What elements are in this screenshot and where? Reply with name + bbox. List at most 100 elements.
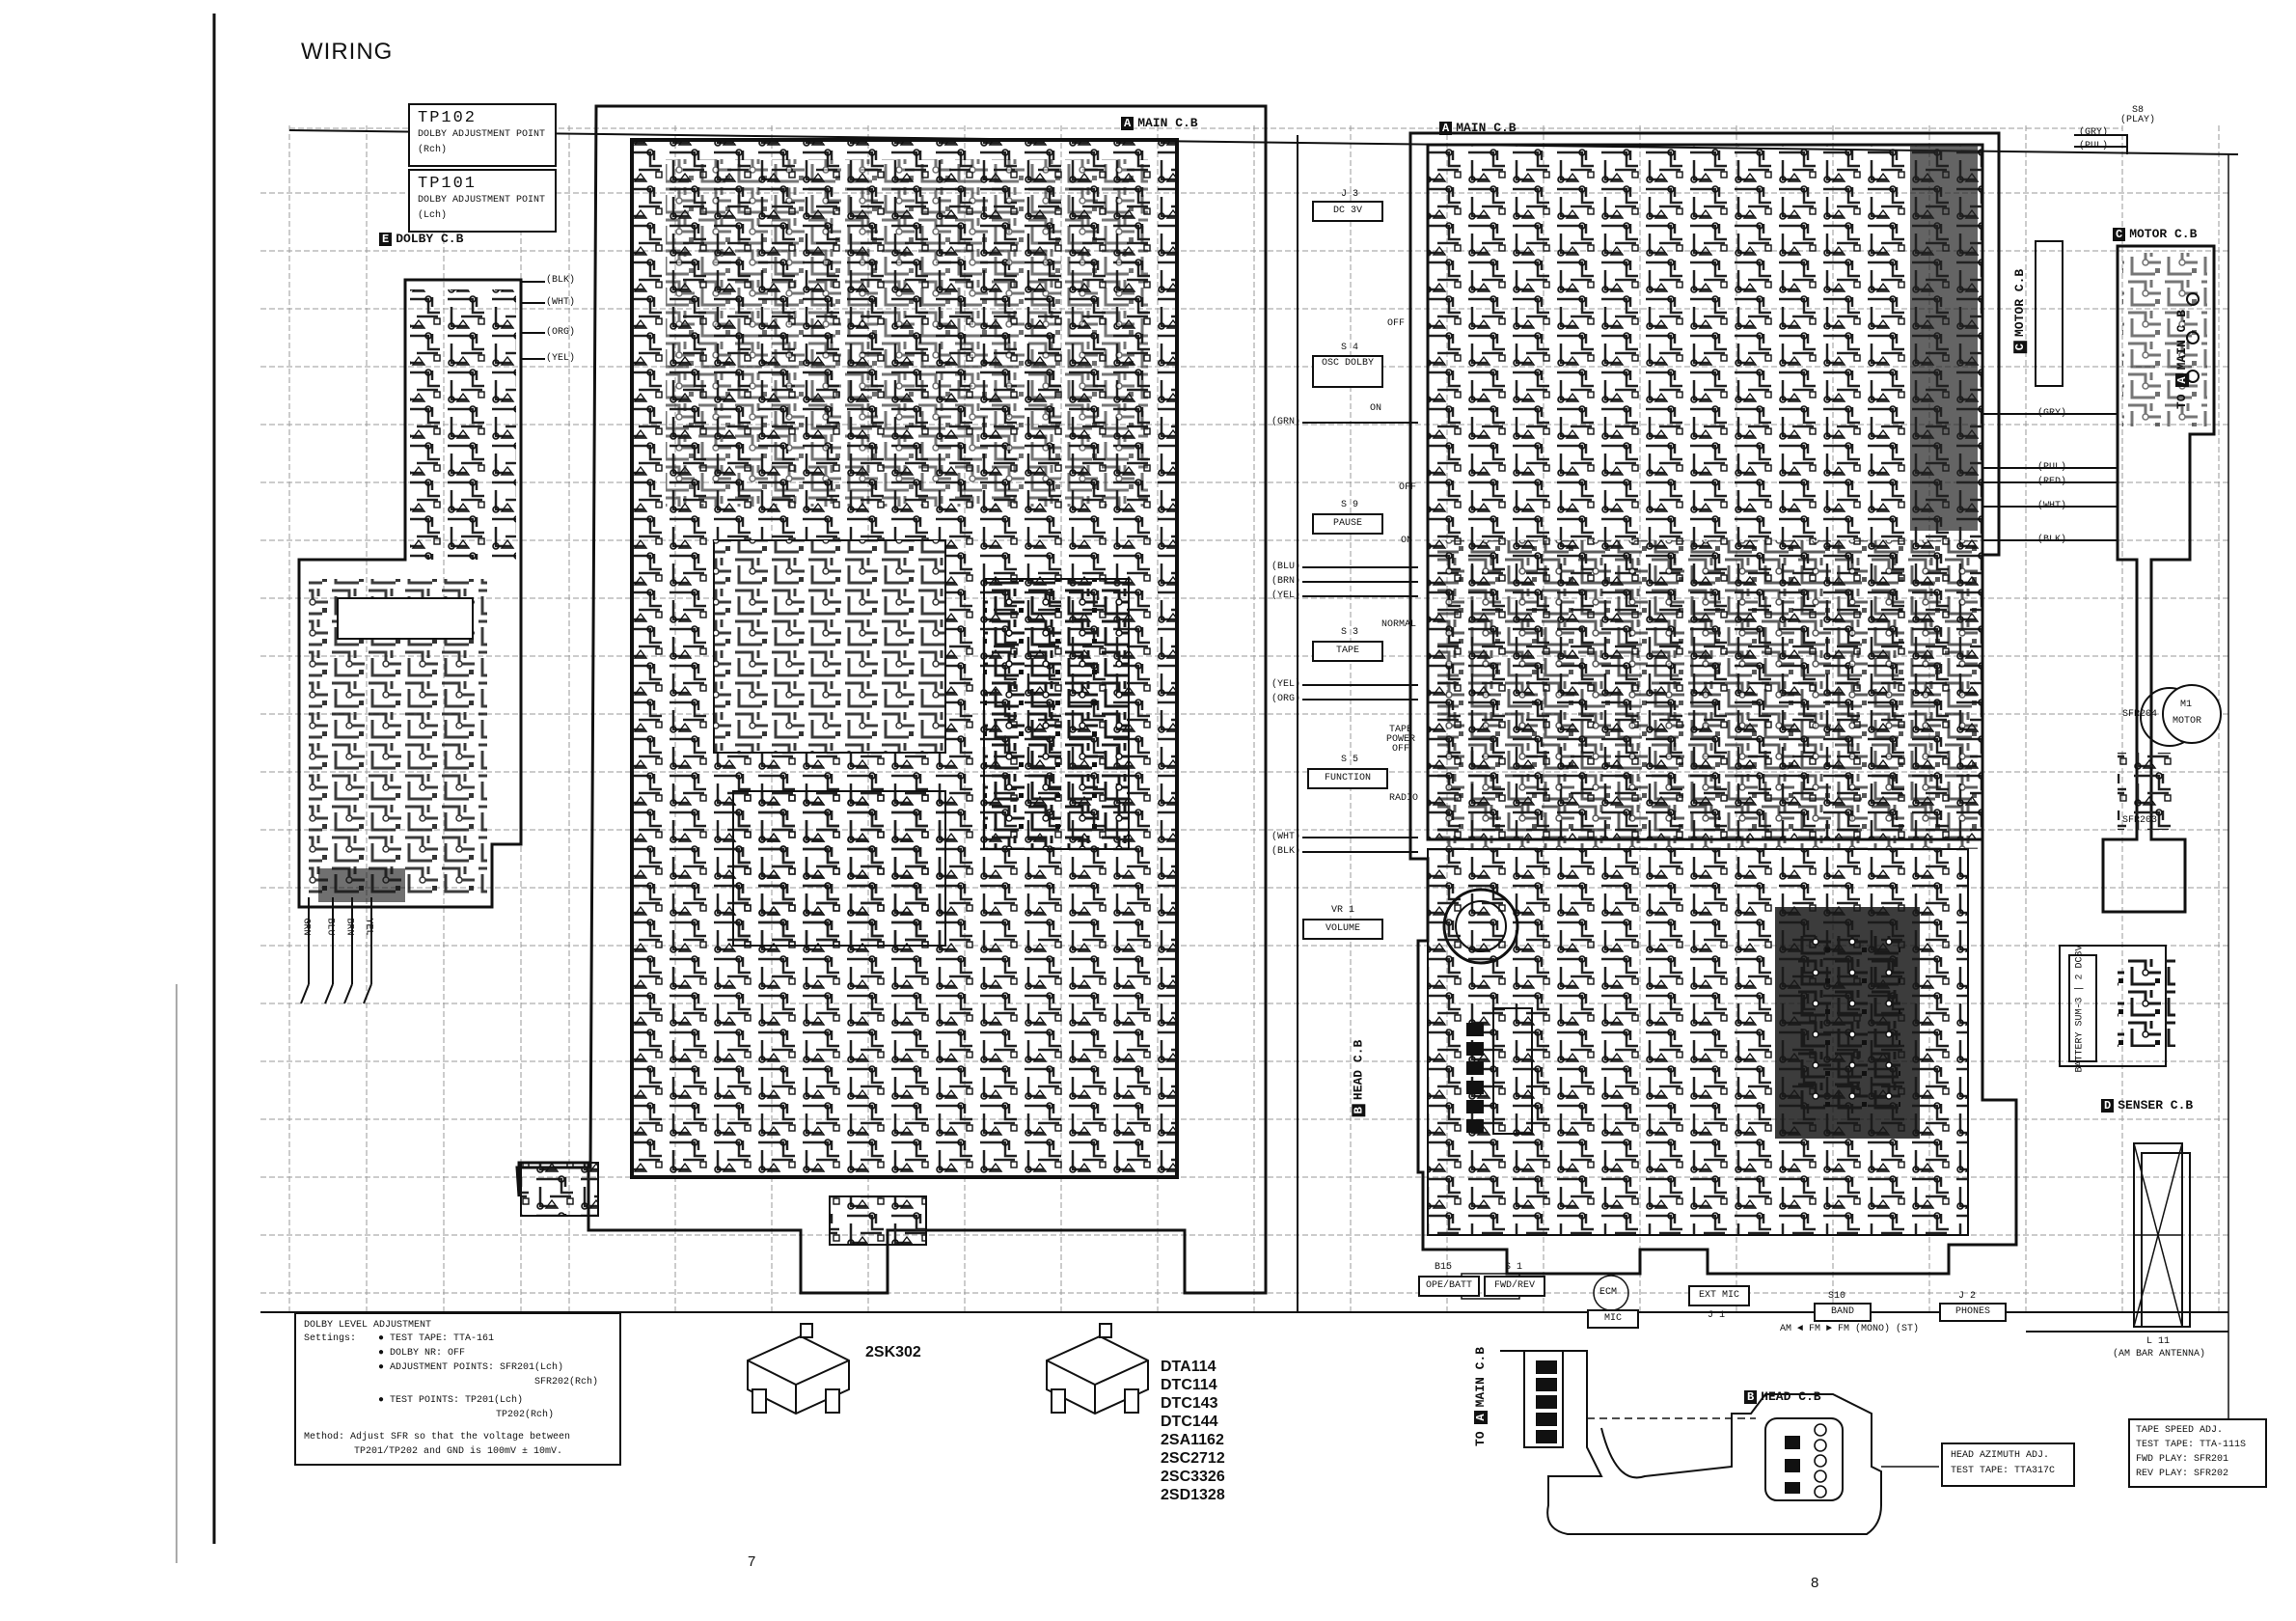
head-azimuth-box: HEAD AZIMUTH ADJ. TEST TAPE: TTA317C bbox=[1941, 1442, 2075, 1487]
mid-wire-yel: (YEL) bbox=[1271, 591, 1301, 601]
tp101-name: TP101 bbox=[418, 175, 478, 193]
board-name: DOLBY C.B bbox=[396, 232, 464, 246]
vr1-box: VOLUME bbox=[1302, 919, 1383, 940]
sfr203-label: SFR203 bbox=[2122, 815, 2158, 826]
right-wire-gry: (GRY) bbox=[2037, 408, 2067, 419]
s3-box: TAPE bbox=[1312, 641, 1383, 662]
board-tag: A bbox=[1121, 117, 1134, 130]
part-item: DTA114 bbox=[1161, 1359, 1216, 1375]
sfr204-label: SFR204 bbox=[2122, 709, 2158, 720]
battery-label: BATTERY SUM-3 | 2 DC3V bbox=[2074, 945, 2086, 1073]
right-wire-red: (RED) bbox=[2037, 477, 2067, 487]
mid-wire-grn: (GRN) bbox=[1271, 417, 1301, 427]
board-name: MAIN C.B bbox=[2174, 309, 2190, 371]
s8-wire-pul: (PUL) bbox=[2079, 141, 2109, 151]
mid-wire-yel-2: (YEL) bbox=[1271, 679, 1301, 690]
s4-box: OSC DOLBY bbox=[1312, 355, 1383, 388]
right-wire-pul: (PUL) bbox=[2037, 462, 2067, 473]
tp101-desc: DOLBY ADJUSTMENT POINT bbox=[418, 195, 546, 206]
board-label-to-main-vertical: TO A MAIN C.B bbox=[2174, 309, 2190, 410]
board-name: HEAD C.B bbox=[1761, 1389, 1821, 1404]
part-item: 2SA1162 bbox=[1161, 1432, 1224, 1448]
s4-on: ON bbox=[1370, 403, 1382, 414]
dolby-bottom-wire-yel: YEL bbox=[363, 918, 374, 936]
s3-name: S 3 bbox=[1341, 627, 1359, 638]
s8-label: S8(PLAY) bbox=[2120, 106, 2155, 125]
dolby-adj-method-2: TP201/TP202 and GND is 100mV ± 10mV. bbox=[354, 1446, 563, 1457]
board-tag: D bbox=[2101, 1099, 2115, 1113]
part-item: 2SC2712 bbox=[1161, 1450, 1225, 1467]
jack-ope-batt-top: B15 bbox=[1435, 1262, 1453, 1273]
band-text: AM ◄ FM ► FM (MONO) (ST) bbox=[1780, 1324, 1920, 1334]
dolby-adj-title: DOLBY LEVEL ADJUSTMENT bbox=[304, 1320, 432, 1331]
board-label-head-vertical: B HEAD C.B bbox=[1351, 1039, 1366, 1117]
board-tag: C bbox=[2013, 341, 2028, 354]
tp101-ch: (Lch) bbox=[418, 210, 448, 221]
board-tag: E bbox=[379, 233, 393, 246]
part-item: 2SD1328 bbox=[1161, 1487, 1225, 1503]
dolby-bottom-wire-grn: GRN bbox=[300, 918, 312, 936]
dolby-adj-item-5: ● TEST POINTS: TP201(Lch) bbox=[378, 1395, 524, 1406]
part-item: 2SC3326 bbox=[1161, 1469, 1225, 1485]
dolby-wire-org: (ORG) bbox=[546, 327, 576, 338]
right-wire-blk: (BLK) bbox=[2037, 535, 2067, 545]
l11-name: L 11 bbox=[2146, 1336, 2171, 1347]
dolby-adj-item-4: SFR202(Rch) bbox=[534, 1377, 599, 1387]
s8-name: S8 bbox=[2132, 105, 2145, 116]
l11-desc: (AM BAR ANTENNA) bbox=[2113, 1349, 2206, 1360]
jack-phones-top: J 2 bbox=[1958, 1291, 1977, 1302]
board-tag: A bbox=[1439, 122, 1453, 135]
board-prefix: TO bbox=[2174, 394, 2190, 410]
board-label-to-main-head: TO AMAIN C.B bbox=[1473, 1347, 1489, 1446]
tp101-box: TP101 DOLBY ADJUSTMENT POINT (Lch) bbox=[408, 169, 557, 233]
part-item: DTC114 bbox=[1161, 1377, 1217, 1393]
tape-speed-line-1: TAPE SPEED ADJ. bbox=[2136, 1425, 2224, 1436]
tp102-ch: (Rch) bbox=[418, 145, 448, 155]
jack-band-top: S10 bbox=[1828, 1291, 1846, 1302]
jack-mic: MIC bbox=[1587, 1309, 1639, 1329]
dolby-bottom-wire-blu: BLU bbox=[324, 918, 336, 936]
dolby-wire-blk: (BLK) bbox=[546, 275, 576, 286]
dolby-adj-item-1: ● TEST TAPE: TTA-161 bbox=[378, 1333, 495, 1344]
tape-speed-line-4: REV PLAY: SFR202 bbox=[2136, 1469, 2229, 1479]
s9-on: ON bbox=[1401, 536, 1413, 546]
board-tag: A bbox=[1474, 1411, 1489, 1424]
dolby-adj-method-1: Method: Adjust SFR so that the voltage b… bbox=[304, 1432, 571, 1442]
s8-wire-gry: (GRY) bbox=[2079, 127, 2109, 138]
dolby-adj-settings: Settings: bbox=[304, 1333, 357, 1344]
parts-list: DTA114 DTC114 DTC143 DTC144 2SA1162 2SC2… bbox=[1161, 1358, 1225, 1504]
vr1-name: VR 1 bbox=[1331, 905, 1355, 916]
s5-name: S 5 bbox=[1341, 755, 1359, 765]
board-tag: A bbox=[2175, 373, 2190, 387]
s4-name: S 4 bbox=[1341, 343, 1359, 353]
motor-m1: M1 bbox=[2180, 700, 2193, 710]
mid-wire-wht: (WHT) bbox=[1271, 832, 1301, 842]
s5-radio: RADIO bbox=[1389, 793, 1419, 804]
mid-wire-brn: (BRN) bbox=[1271, 576, 1301, 587]
board-name: MAIN C.B bbox=[1137, 116, 1198, 130]
board-name: HEAD C.B bbox=[1351, 1039, 1366, 1101]
board-tag: C bbox=[2113, 228, 2126, 241]
j3-name: J 3 bbox=[1341, 189, 1359, 200]
mid-wire-org: (ORG) bbox=[1271, 694, 1301, 704]
s9-off: OFF bbox=[1399, 482, 1417, 493]
head-adj-line-2: TEST TAPE: TTA317C bbox=[1951, 1466, 2056, 1476]
jack-band: BAND bbox=[1814, 1303, 1872, 1322]
motor-text: MOTOR bbox=[2173, 716, 2202, 727]
board-tag: B bbox=[1352, 1104, 1366, 1117]
tape-speed-line-3: FWD PLAY: SFR201 bbox=[2136, 1454, 2229, 1465]
tp102-desc: DOLBY ADJUSTMENT POINT bbox=[418, 129, 546, 140]
board-name: MOTOR C.B bbox=[2012, 268, 2028, 338]
tape-speed-box: TAPE SPEED ADJ. TEST TAPE: TTA-111S FWD … bbox=[2128, 1418, 2267, 1488]
board-name: MAIN C.B bbox=[1456, 121, 1517, 135]
mid-wire-blk: (BLK) bbox=[1271, 846, 1301, 857]
dolby-adj-item-2: ● DOLBY NR: OFF bbox=[378, 1348, 466, 1359]
jack-phones: PHONES bbox=[1939, 1303, 2007, 1322]
s5-tape-power: TAPE POWER OFF bbox=[1385, 725, 1415, 755]
jack-ecm: ECM bbox=[1599, 1287, 1618, 1298]
s9-name: S 9 bbox=[1341, 500, 1359, 510]
jack-ext-mic-top: J 1 bbox=[1708, 1310, 1726, 1321]
